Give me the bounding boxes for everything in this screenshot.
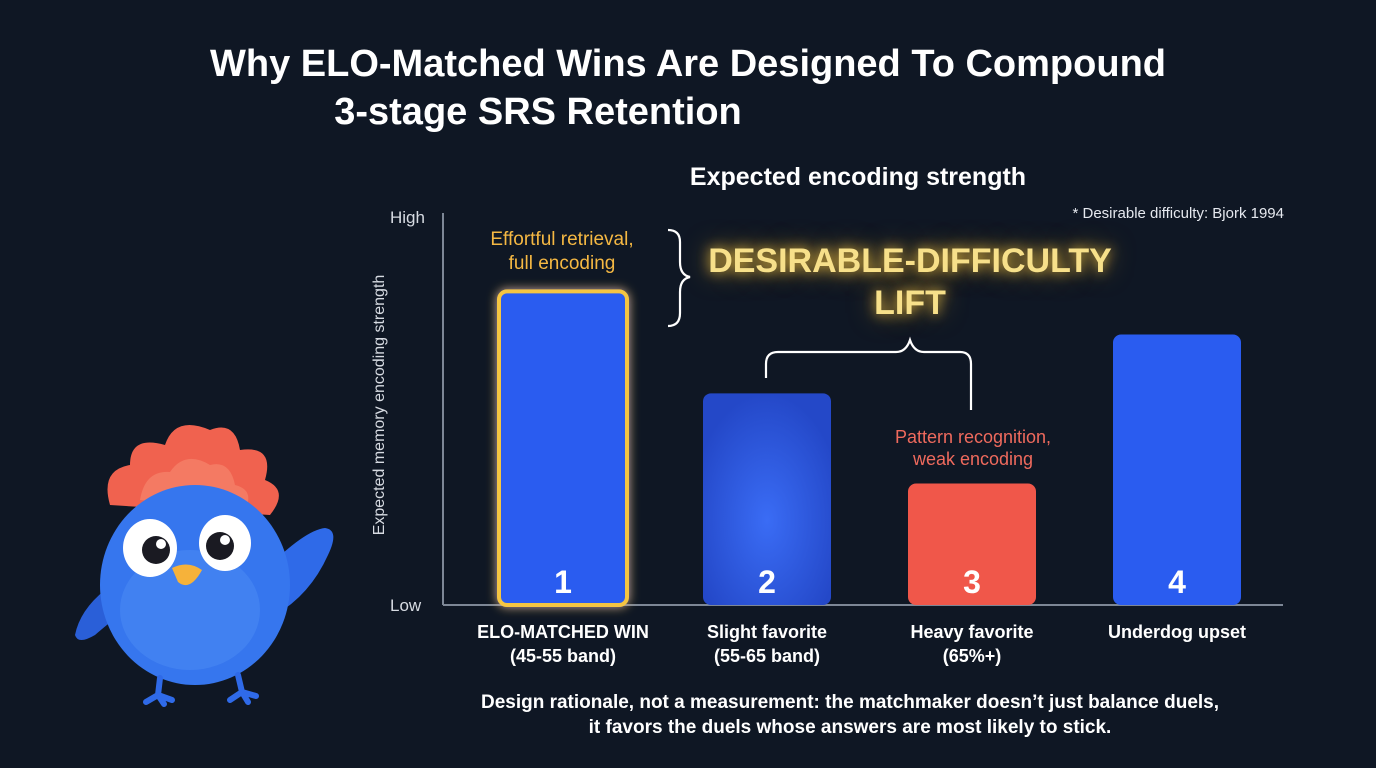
y-tick-low: Low bbox=[390, 596, 422, 615]
y-tick-high: High bbox=[390, 208, 425, 227]
bar-2 bbox=[703, 393, 831, 605]
x-tick-label-4: Underdog upset bbox=[1077, 620, 1277, 644]
bar-label-3: 3 bbox=[963, 564, 981, 600]
annotation-bracket-top bbox=[764, 336, 973, 410]
caption-line-2: it favors the duels whose answers are mo… bbox=[588, 717, 1112, 738]
caption-line-1: Design rationale, not a measurement: the… bbox=[480, 692, 1220, 713]
x-tick-label-1-line-1: ELO-MATCHED WIN bbox=[477, 622, 649, 642]
annotation-pattern-recognition: Pattern recognition, weak encoding bbox=[860, 426, 1086, 470]
annotation-bracket-left bbox=[667, 228, 691, 328]
annotation-effortful-line-2: full encoding bbox=[508, 253, 616, 274]
lift-line-1: DESIRABLE-DIFFICULTY bbox=[708, 242, 1112, 280]
page-title-line-2: 3-stage SRS Retention bbox=[334, 91, 742, 133]
footnote: * Desirable difficulty: Bjork 1994 bbox=[1072, 205, 1285, 222]
design-rationale-caption: Design rationale, not a measurement: the… bbox=[380, 690, 1320, 740]
x-tick-label-3: Heavy favorite (65%+) bbox=[872, 620, 1072, 668]
x-tick-label-2-line-1: Slight favorite bbox=[706, 622, 827, 642]
x-tick-label-4-line-1: Underdog upset bbox=[1108, 622, 1246, 642]
x-tick-label-3-line-1: Heavy favorite bbox=[910, 622, 1034, 642]
annotation-effortful-line-1: Effortful retrieval, bbox=[490, 229, 634, 250]
bar-label-1: 1 bbox=[554, 564, 572, 600]
desirable-difficulty-lift-label: DESIRABLE-DIFFICULTY LIFT bbox=[690, 240, 1130, 324]
lift-line-2: LIFT bbox=[874, 284, 946, 322]
annotation-pattern-line-1: Pattern recognition, bbox=[894, 427, 1052, 447]
x-tick-label-1-line-2: (45-55 band) bbox=[509, 646, 617, 666]
bar-3 bbox=[908, 483, 1036, 605]
bar-label-4: 4 bbox=[1168, 564, 1186, 600]
bar-label-2: 2 bbox=[758, 564, 776, 600]
blue-bird-mascot-icon bbox=[75, 425, 334, 707]
x-tick-label-3-line-2: (65%+) bbox=[942, 646, 1002, 666]
x-tick-label-2-line-2: (55-65 band) bbox=[713, 646, 821, 666]
x-tick-label-2: Slight favorite (55-65 band) bbox=[667, 620, 867, 668]
bar-4 bbox=[1113, 334, 1241, 605]
page-title-line-1: Why ELO-Matched Wins Are Designed To Com… bbox=[210, 43, 1166, 85]
x-tick-label-1: ELO-MATCHED WIN (45-55 band) bbox=[463, 620, 663, 668]
annotation-effortful-retrieval: Effortful retrieval, full encoding bbox=[462, 228, 662, 276]
annotation-pattern-line-2: weak encoding bbox=[912, 449, 1034, 469]
chart-title: Expected encoding strength bbox=[689, 163, 1027, 191]
bar-1 bbox=[497, 289, 629, 607]
